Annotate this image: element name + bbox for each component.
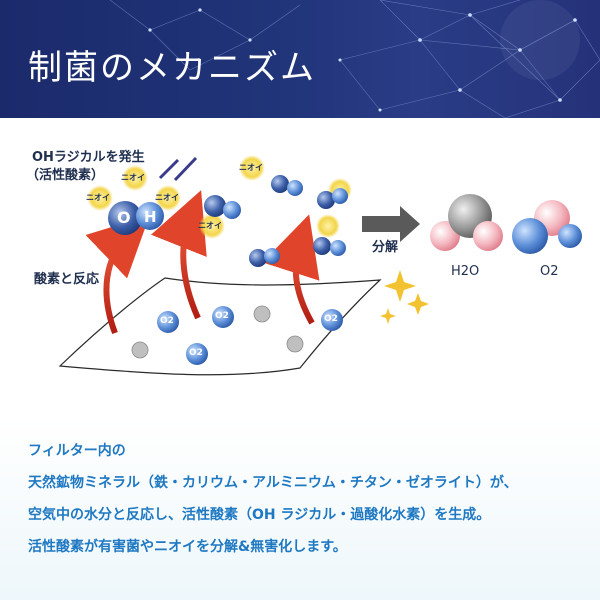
wind-arrow-icon xyxy=(173,156,198,182)
wind-arrow-icon xyxy=(158,158,180,180)
oh-radical-large xyxy=(108,201,164,235)
reaction-arrow xyxy=(262,214,320,325)
oh-o-text: O xyxy=(117,208,131,227)
description-line-3: 空気中の水分と反応し、活性酸素（OH ラジカル・過酸化水素）を生成。 xyxy=(28,507,491,523)
oh-generate-label: OHラジカルを発生 xyxy=(32,150,145,165)
page-title: 制菌のメカニズム xyxy=(28,48,316,88)
network-pattern xyxy=(109,0,600,118)
o2-text: O2 xyxy=(189,348,203,358)
sparkle-icon xyxy=(380,270,429,324)
water-molecule xyxy=(430,194,503,251)
o2-product-label: O2 xyxy=(540,264,559,279)
mechanism-diagram: OHラジカルを発生 （活性酸素） 酸素と反応 分解 ニオイ ニオイ ニオイ ニオ… xyxy=(0,118,600,418)
oxygen-product-molecule xyxy=(512,200,582,254)
odor-text: ニオイ xyxy=(198,221,222,230)
o2-text: O2 xyxy=(160,316,174,326)
decompose-label: 分解 xyxy=(372,240,399,255)
description-line-2: 天然鉱物ミネラル（鉄・カリウム・アルミニウム・チタン・ゼオライト）が、 xyxy=(28,475,518,491)
oxygen-molecule xyxy=(157,306,343,365)
description-line-4: 活性酸素が有害菌やニオイを分解&無害化します。 xyxy=(28,539,347,555)
react-label: 酸素と反応 xyxy=(34,272,100,287)
active-oxygen-label: （活性酸素） xyxy=(26,168,105,183)
reaction-arrow xyxy=(85,215,150,335)
o2-text: O2 xyxy=(215,311,229,321)
o2-text: O2 xyxy=(324,314,338,324)
odor-text: ニオイ xyxy=(239,163,263,172)
decompose-arrow xyxy=(362,206,420,242)
h2o-label: H2O xyxy=(451,264,480,279)
odor-text: ニオイ xyxy=(121,173,145,182)
bacteria-icon xyxy=(131,305,304,359)
odor-text: ニオイ xyxy=(86,193,110,202)
reaction-arrow xyxy=(151,190,207,320)
oh-h-text: H xyxy=(144,208,157,226)
oh-radical xyxy=(204,175,348,267)
header-banner: 制菌のメカニズム xyxy=(0,0,600,118)
description-line-1: フィルター内の xyxy=(28,443,126,459)
description-panel: フィルター内の 天然鉱物ミネラル（鉄・カリウム・アルミニウム・チタン・ゼオライト… xyxy=(0,418,600,600)
diagram-graphics xyxy=(58,155,582,376)
odor-text: ニオイ xyxy=(155,193,179,202)
